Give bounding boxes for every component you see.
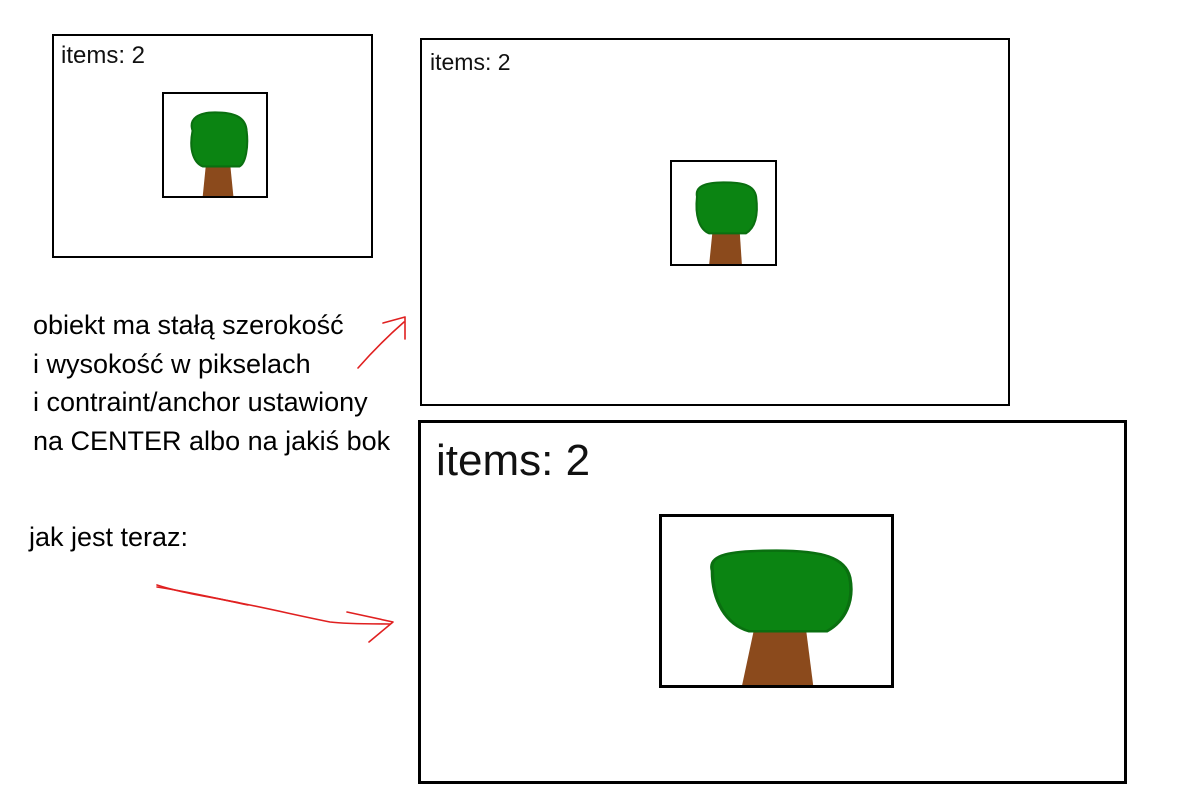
current-state-label: jak jest teraz: xyxy=(29,522,189,552)
item-counter: items: 2 xyxy=(436,436,591,485)
item-tile xyxy=(659,514,894,688)
tree-icon xyxy=(190,111,249,196)
panel-large: items: 2 xyxy=(418,420,1127,784)
panel-medium: items: 2 xyxy=(420,38,1010,406)
note-line: obiekt ma stałą szerokość xyxy=(33,310,344,340)
note-line: na CENTER albo na jakiś bok xyxy=(33,425,391,456)
note-line: i wysokość w pikselach xyxy=(33,348,311,379)
annotation-note: obiekt ma stałą szerokość i wysokość w p… xyxy=(33,306,390,460)
item-counter: items: 2 xyxy=(430,49,511,75)
tree-icon xyxy=(695,181,758,264)
tree-icon xyxy=(710,549,853,685)
arrow-to-medium-panel xyxy=(357,316,406,369)
panel-small: items: 2 xyxy=(52,34,373,258)
note-line: i contraint/anchor ustawiony xyxy=(33,387,368,417)
item-tile xyxy=(670,160,777,266)
item-counter: items: 2 xyxy=(61,42,146,69)
item-tile xyxy=(162,92,268,198)
arrow-to-large-panel xyxy=(156,584,394,643)
